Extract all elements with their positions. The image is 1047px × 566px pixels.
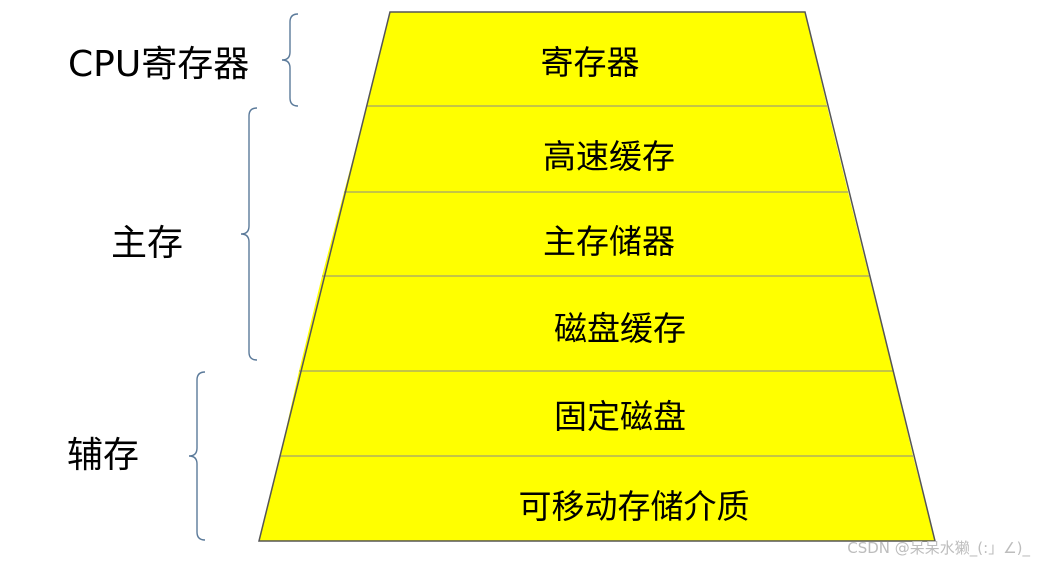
pyramid-band-main-memory xyxy=(322,192,869,276)
bracket-cpu-registers xyxy=(281,13,299,107)
level-label-removable-media: 可移动存储介质 xyxy=(519,487,750,526)
group-label-secondary-storage: 辅存 xyxy=(67,435,139,476)
pyramid-band-disk-cache xyxy=(299,276,893,371)
pyramid-band-removable-media xyxy=(259,456,935,541)
level-label-cache: 高速缓存 xyxy=(543,137,675,176)
level-label-main-memory: 主存储器 xyxy=(543,222,675,261)
level-label-registers: 寄存器 xyxy=(541,43,640,82)
level-label-fixed-disk: 固定磁盘 xyxy=(554,397,686,436)
watermark: CSDN @呆呆水獭_(:」∠)_ xyxy=(847,539,1030,558)
pyramid-outline xyxy=(258,11,936,542)
group-label-cpu-registers: CPU寄存器 xyxy=(68,44,249,85)
bracket-main-storage xyxy=(240,107,258,361)
bracket-secondary-storage xyxy=(188,371,206,541)
level-label-disk-cache: 磁盘缓存 xyxy=(554,309,686,348)
pyramid-band-fixed-disk xyxy=(280,371,913,456)
pyramid-band-registers xyxy=(367,12,827,106)
pyramid-band-cache xyxy=(344,106,848,192)
group-label-main-storage: 主存 xyxy=(111,223,183,264)
